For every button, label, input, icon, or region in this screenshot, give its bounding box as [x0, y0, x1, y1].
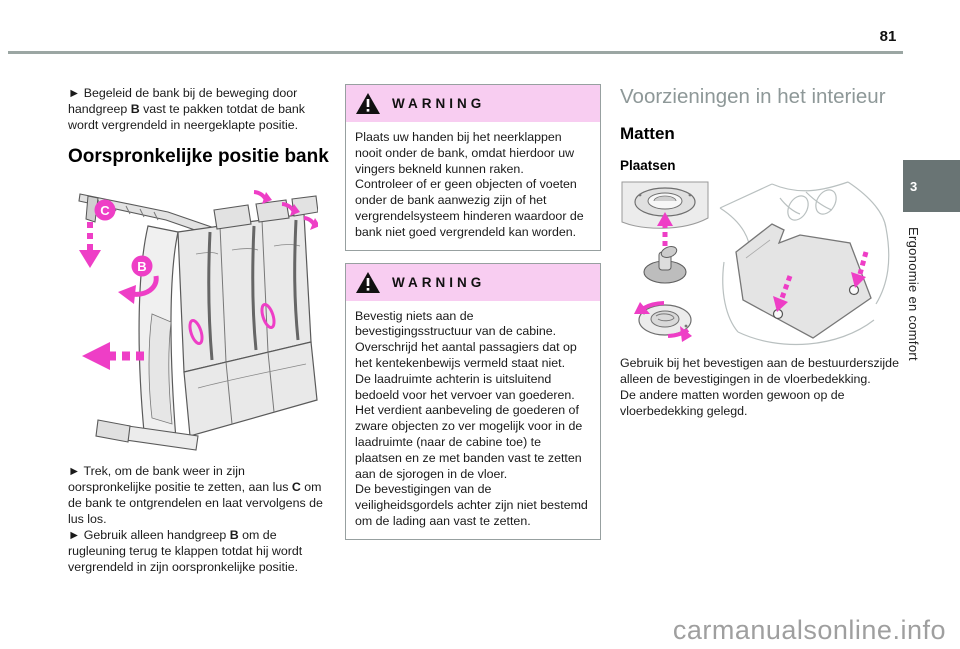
warning-line: Plaats uw handen bij het neerklappen noo…: [355, 130, 575, 176]
chapter-tab: 3: [903, 160, 960, 212]
left-column: ► Begeleid de bank bij de beweging door …: [68, 85, 331, 575]
page-number: 81: [879, 28, 897, 45]
warning-box-1: WARNING Plaats uw handen bij het neerkla…: [345, 84, 601, 251]
label-b: B: [137, 259, 146, 274]
bench-illustration: C B: [68, 174, 320, 452]
warning-triangle-icon: [356, 271, 380, 293]
warning-line: Bevestig niets aan de bevestigingsstruct…: [355, 308, 557, 339]
section-title: Voorzieningen in het interieur: [620, 85, 886, 108]
warning-triangle-icon: [356, 93, 380, 114]
warning-header-1: WARNING: [346, 85, 600, 122]
warning-line: De laadruimte achterin is uitsluitend be…: [355, 371, 575, 402]
floor-mat-drawing: [621, 181, 890, 346]
warning-header-2: WARNING: [346, 263, 600, 301]
mat-paragraph: Gebruik bij het bevestigen aan de bestuu…: [620, 355, 902, 419]
step1-post: om de bank te ontgrendelen en laat vervo…: [68, 480, 323, 526]
warning-body-1: Plaats uw handen bij het neerklappen noo…: [346, 122, 600, 250]
mat-illustration: [620, 180, 902, 348]
loop-c-ref: C: [291, 480, 301, 494]
middle-column: WARNING Plaats uw handen bij het neerkla…: [345, 84, 601, 552]
label-c: C: [100, 203, 110, 218]
intro-text-pre: ► Begeleid de bank bij de beweging door …: [68, 86, 298, 116]
steps-paragraph: ► Trek, om de bank weer in zijn oorspron…: [68, 463, 331, 575]
mat-text-line: De andere matten worden gewoon op de vlo…: [620, 388, 845, 418]
warning-title: WARNING: [392, 96, 486, 111]
handle-b-ref: B: [130, 102, 140, 116]
plaatsen-heading: Plaatsen: [620, 158, 676, 173]
label-b-badge: [131, 255, 153, 277]
warning-line: De bevestigingen van de veiligheidsgorde…: [355, 482, 588, 528]
bench-seat-drawing: C B: [78, 190, 320, 451]
mat-text-line: Gebruik bij het bevestigen aan de bestuu…: [620, 356, 899, 386]
left-section-heading: Oorspronkelijke positie bank: [68, 146, 329, 167]
warning-line: Overschrijd het aantal passagiers dat op…: [355, 340, 577, 370]
right-column: Voorzieningen in het interieur Matten Pl…: [620, 84, 902, 419]
warning-box-2: WARNING Bevestig niets aan de bevestigin…: [345, 262, 601, 540]
matten-heading: Matten: [620, 124, 675, 143]
intro-paragraph: ► Begeleid de bank bij de beweging door …: [68, 85, 331, 133]
warning-line: Controleer of er geen objecten of voeten…: [355, 177, 584, 239]
warning-body-2: Bevestig niets aan de bevestigingsstruct…: [346, 301, 600, 539]
intro-text-post: vast te pakken totdat de bank wordt verg…: [68, 102, 305, 132]
step2-post: om de rugleuning terug te klappen totdat…: [68, 528, 303, 574]
watermark: carmanualsonline.info: [672, 615, 946, 645]
handle-b-ref2: B: [229, 528, 239, 542]
chapter-number: 3: [910, 178, 918, 194]
step2-pre: ► Gebruik alleen handgreep: [68, 528, 230, 542]
warning-title: WARNING: [392, 274, 486, 290]
chapter-label: Ergonomie en comfort: [906, 227, 921, 361]
label-c-badge: [94, 199, 116, 221]
header-rule: [8, 51, 903, 54]
step1-pre: ► Trek, om de bank weer in zijn oorspron…: [68, 464, 292, 494]
warning-line: Het verdient aanbeveling de goederen of …: [355, 403, 583, 481]
